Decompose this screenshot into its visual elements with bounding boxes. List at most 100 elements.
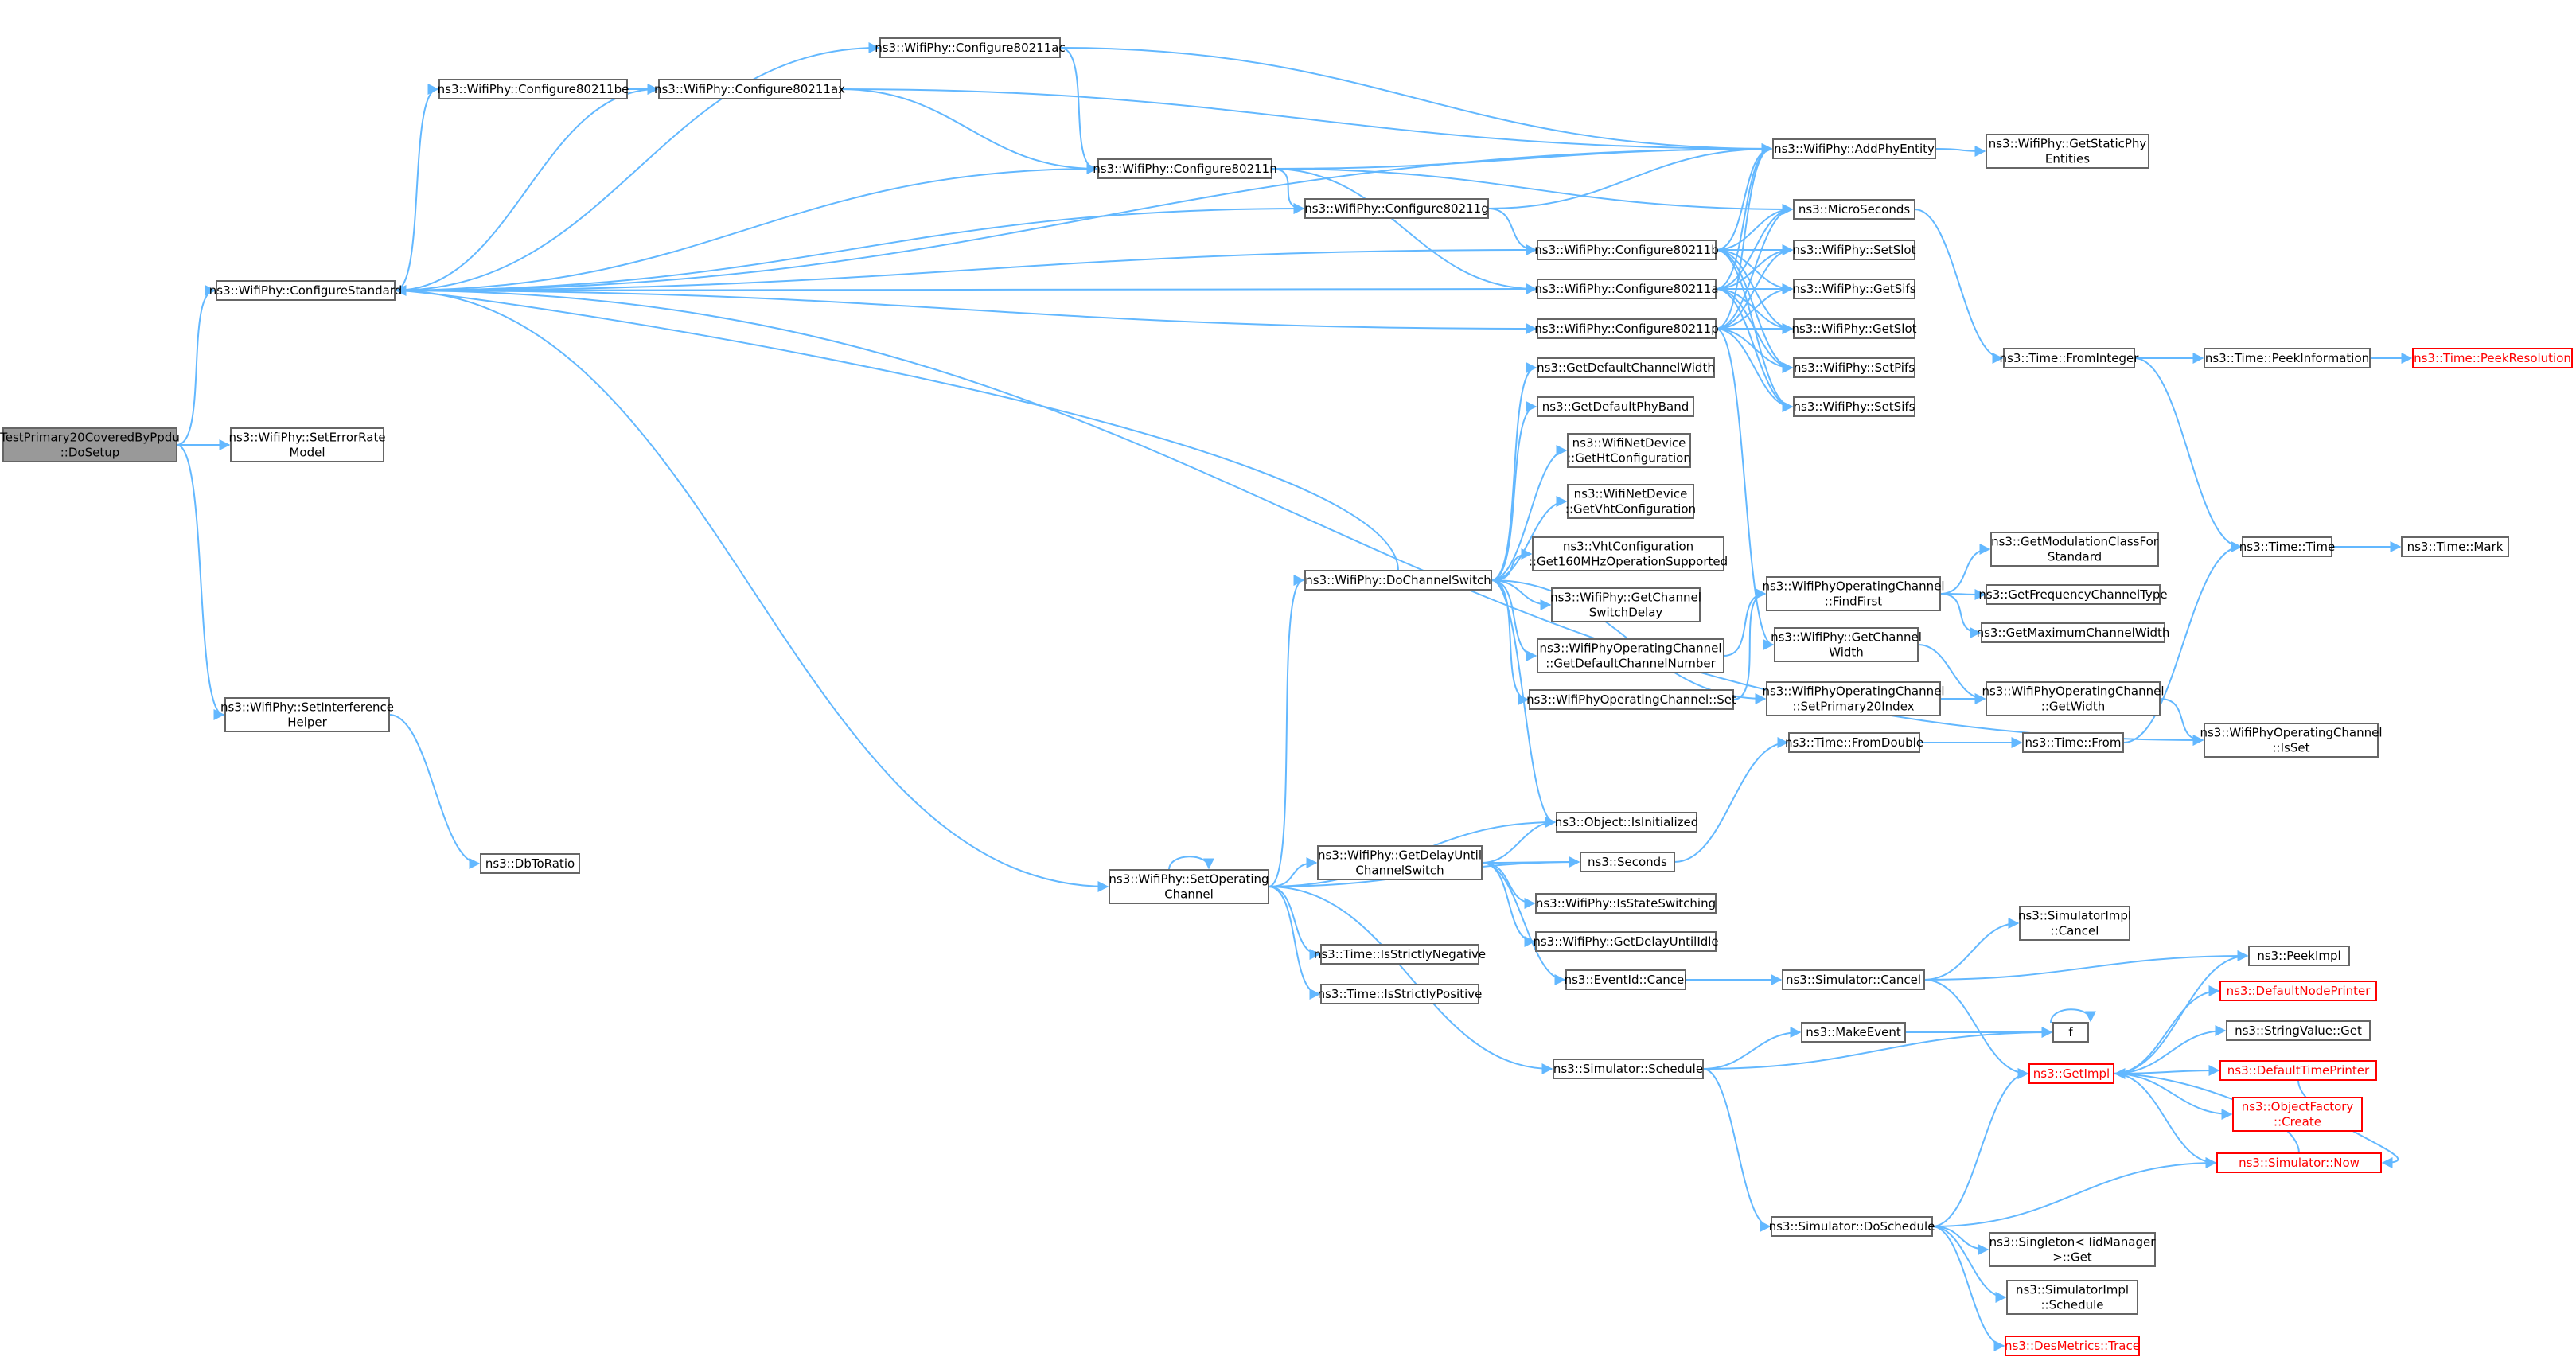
node-find-first[interactable]: ns3::WifiPhyOperatingChannel::FindFirst <box>1762 576 1945 611</box>
edge-cfg-n-to-cfg-g <box>1271 168 1305 214</box>
node-is-str-neg[interactable]: ns3::Time::IsStrictlyNegative <box>1314 944 1486 965</box>
node-peek-res[interactable]: ns3::Time::PeekResolution <box>2412 348 2573 368</box>
node-op-get-width[interactable]: ns3::WifiPhyOperatingChannel::GetWidth <box>1982 681 2165 716</box>
node-sim-cancel[interactable]: ns3::Simulator::Cancel <box>1782 969 1925 990</box>
node-root[interactable]: TestPrimary20CoveredByPpdu::DoSetup <box>0 427 180 462</box>
node-from-int[interactable]: ns3::Time::FromInteger <box>2000 348 2140 368</box>
node-label: ns3::Simulator::DoSchedule <box>1769 1219 1935 1234</box>
node-sim-schedule[interactable]: ns3::Simulator::Schedule <box>1553 1059 1704 1079</box>
node-label: ns3::WifiPhy::Configure80211a <box>1534 282 1718 296</box>
node-get-sifs[interactable]: ns3::WifiPhy::GetSifs <box>1792 279 1916 299</box>
node-label: Channel <box>1164 887 1214 902</box>
edge-set-op-ch-to-do-ch-sw <box>1268 575 1305 887</box>
node-label: ns3::Time::IsStrictlyPositive <box>1318 987 1483 1001</box>
edge-f-to-f <box>2050 1008 2096 1024</box>
node-def-time-printer[interactable]: ns3::DefaultTimePrinter <box>2219 1060 2377 1081</box>
node-sim-impl-cancel[interactable]: ns3::SimulatorImpl::Cancel <box>2018 906 2131 941</box>
edge-cfg-a-to-add-phy <box>1715 143 1773 290</box>
node-db-to-ratio[interactable]: ns3::DbToRatio <box>480 853 580 874</box>
node-sim-do-schedule[interactable]: ns3::Simulator::DoSchedule <box>1769 1216 1935 1237</box>
node-get-impl[interactable]: ns3::GetImpl <box>2028 1063 2114 1084</box>
edge-config-std-to-cfg-ax <box>394 84 659 291</box>
node-get-max-ch-w[interactable]: ns3::GetMaximumChannelWidth <box>1977 622 2170 643</box>
node-cfg-ax[interactable]: ns3::WifiPhy::Configure80211ax <box>654 79 845 99</box>
node-label: ns3::MakeEvent <box>1806 1025 1901 1039</box>
node-seconds[interactable]: ns3::Seconds <box>1580 852 1675 872</box>
node-singleton-get[interactable]: ns3::Singleton< IidManager >::Get <box>1989 1232 2157 1267</box>
node-cfg-ac[interactable]: ns3::WifiPhy::Configure80211ac <box>875 37 1066 58</box>
node-is-init[interactable]: ns3::Object::IsInitialized <box>1555 812 1698 833</box>
node-set-prim20[interactable]: ns3::WifiPhyOperatingChannel::SetPrimary… <box>1762 681 1945 716</box>
node-get-def-ch-num[interactable]: ns3::WifiPhyOperatingChannel::GetDefault… <box>1537 638 1724 673</box>
node-cfg-n[interactable]: ns3::WifiPhy::Configure80211n <box>1093 158 1277 179</box>
node-op-is-set[interactable]: ns3::WifiPhyOperatingChannel::IsSet <box>2200 723 2383 758</box>
node-sim-impl-schedule[interactable]: ns3::SimulatorImpl::Schedule <box>2006 1280 2138 1315</box>
node-micro[interactable]: ns3::MicroSeconds <box>1793 199 1915 220</box>
edge-cfg-ac-to-cfg-n <box>1059 47 1098 174</box>
node-is-state-sw[interactable]: ns3::WifiPhy::IsStateSwitching <box>1535 893 1717 914</box>
node-box <box>1774 627 1919 662</box>
node-time-time[interactable]: ns3::Time::Time <box>2239 536 2336 557</box>
edge-set-op-ch-to-is-str-neg <box>1268 886 1321 960</box>
node-f[interactable]: f <box>2052 1022 2089 1043</box>
node-box <box>1537 396 1694 417</box>
node-label: ns3::SimulatorImpl <box>2018 909 2131 923</box>
node-cfg-p[interactable]: ns3::WifiPhy::Configure80211p <box>1534 318 1719 339</box>
node-op-ch-set[interactable]: ns3::WifiPhyOperatingChannel::Set <box>1526 689 1736 710</box>
edge-do-ch-sw-to-config-std <box>395 285 1399 571</box>
node-from-double[interactable]: ns3::Time::FromDouble <box>1785 732 1923 753</box>
node-config-std[interactable]: ns3::WifiPhy::ConfigureStandard <box>209 280 402 301</box>
node-vht160[interactable]: ns3::VhtConfiguration::Get160MHzOperatio… <box>1529 536 1728 571</box>
edge-sim-cancel-to-get-impl <box>1923 979 2029 1079</box>
node-box <box>1989 1232 2156 1267</box>
edge-cfg-g-to-cfg-b <box>1487 208 1537 255</box>
node-get-slot[interactable]: ns3::WifiPhy::GetSlot <box>1791 318 1917 339</box>
node-get-def-ch-w[interactable]: ns3::GetDefaultChannelWidth <box>1537 357 1715 378</box>
node-peek-impl[interactable]: ns3::PeekImpl <box>2248 946 2350 966</box>
node-event-cancel[interactable]: ns3::EventId::Cancel <box>1565 969 1688 990</box>
node-get-vht-cfg[interactable]: ns3::WifiNetDevice::GetVhtConfiguration <box>1565 484 1696 519</box>
node-label: ns3::Simulator::Cancel <box>1786 973 1921 987</box>
node-get-def-phy-band[interactable]: ns3::GetDefaultPhyBand <box>1537 396 1694 417</box>
node-set-pifs[interactable]: ns3::WifiPhy::SetPifs <box>1793 357 1915 378</box>
edge-cfg-ax-to-add-phy <box>840 88 1773 154</box>
node-is-str-pos[interactable]: ns3::Time::IsStrictlyPositive <box>1318 984 1483 1004</box>
node-get-ht-cfg[interactable]: ns3::WifiNetDevice::GetHtConfiguration <box>1567 433 1691 468</box>
node-obj-fact-create[interactable]: ns3::ObjectFactory::Create <box>2232 1097 2363 1132</box>
edge-sim-schedule-to-f <box>1702 1027 2053 1070</box>
node-sim-now[interactable]: ns3::Simulator::Now <box>2216 1152 2382 1173</box>
node-add-phy[interactable]: ns3::WifiPhy::AddPhyEntity <box>1772 138 1936 159</box>
edge-cfg-p-to-set-slot <box>1715 244 1794 330</box>
node-make-event[interactable]: ns3::MakeEvent <box>1801 1022 1906 1043</box>
node-set-slot[interactable]: ns3::WifiPhy::SetSlot <box>1793 240 1916 260</box>
node-box <box>2022 732 2124 753</box>
node-get-delay-idle[interactable]: ns3::WifiPhy::GetDelayUntilIdle <box>1533 931 1719 952</box>
node-cfg-g[interactable]: ns3::WifiPhy::Configure80211g <box>1304 198 1489 219</box>
node-box <box>1986 584 2161 605</box>
edge-find-first-to-get-mod-class <box>1939 544 1991 595</box>
node-cfg-b[interactable]: ns3::WifiPhy::Configure80211b <box>1534 240 1719 260</box>
node-get-freq-ch-type[interactable]: ns3::GetFrequencyChannelType <box>1978 584 2168 605</box>
node-box <box>1304 198 1489 219</box>
node-set-sifs[interactable]: ns3::WifiPhy::SetSifs <box>1793 396 1915 417</box>
node-def-node-printer[interactable]: ns3::DefaultNodePrinter <box>2219 981 2377 1001</box>
node-str-val-get[interactable]: ns3::StringValue::Get <box>2226 1020 2371 1041</box>
node-time-from[interactable]: ns3::Time::From <box>2022 732 2124 753</box>
node-box <box>2219 1060 2377 1081</box>
node-do-ch-sw[interactable]: ns3::WifiPhy::DoChannelSwitch <box>1304 570 1492 591</box>
node-cfg-be[interactable]: ns3::WifiPhy::Configure80211be <box>438 79 629 99</box>
node-time-mark[interactable]: ns3::Time::Mark <box>2401 536 2509 557</box>
node-peek-info[interactable]: ns3::Time::PeekInformation <box>2204 348 2371 368</box>
node-cfg-a[interactable]: ns3::WifiPhy::Configure80211a <box>1534 279 1719 299</box>
edge-config-std-to-add-phy <box>394 143 1773 291</box>
node-box <box>2204 723 2379 758</box>
node-des-trace[interactable]: ns3::DesMetrics::Trace <box>2005 1336 2140 1356</box>
